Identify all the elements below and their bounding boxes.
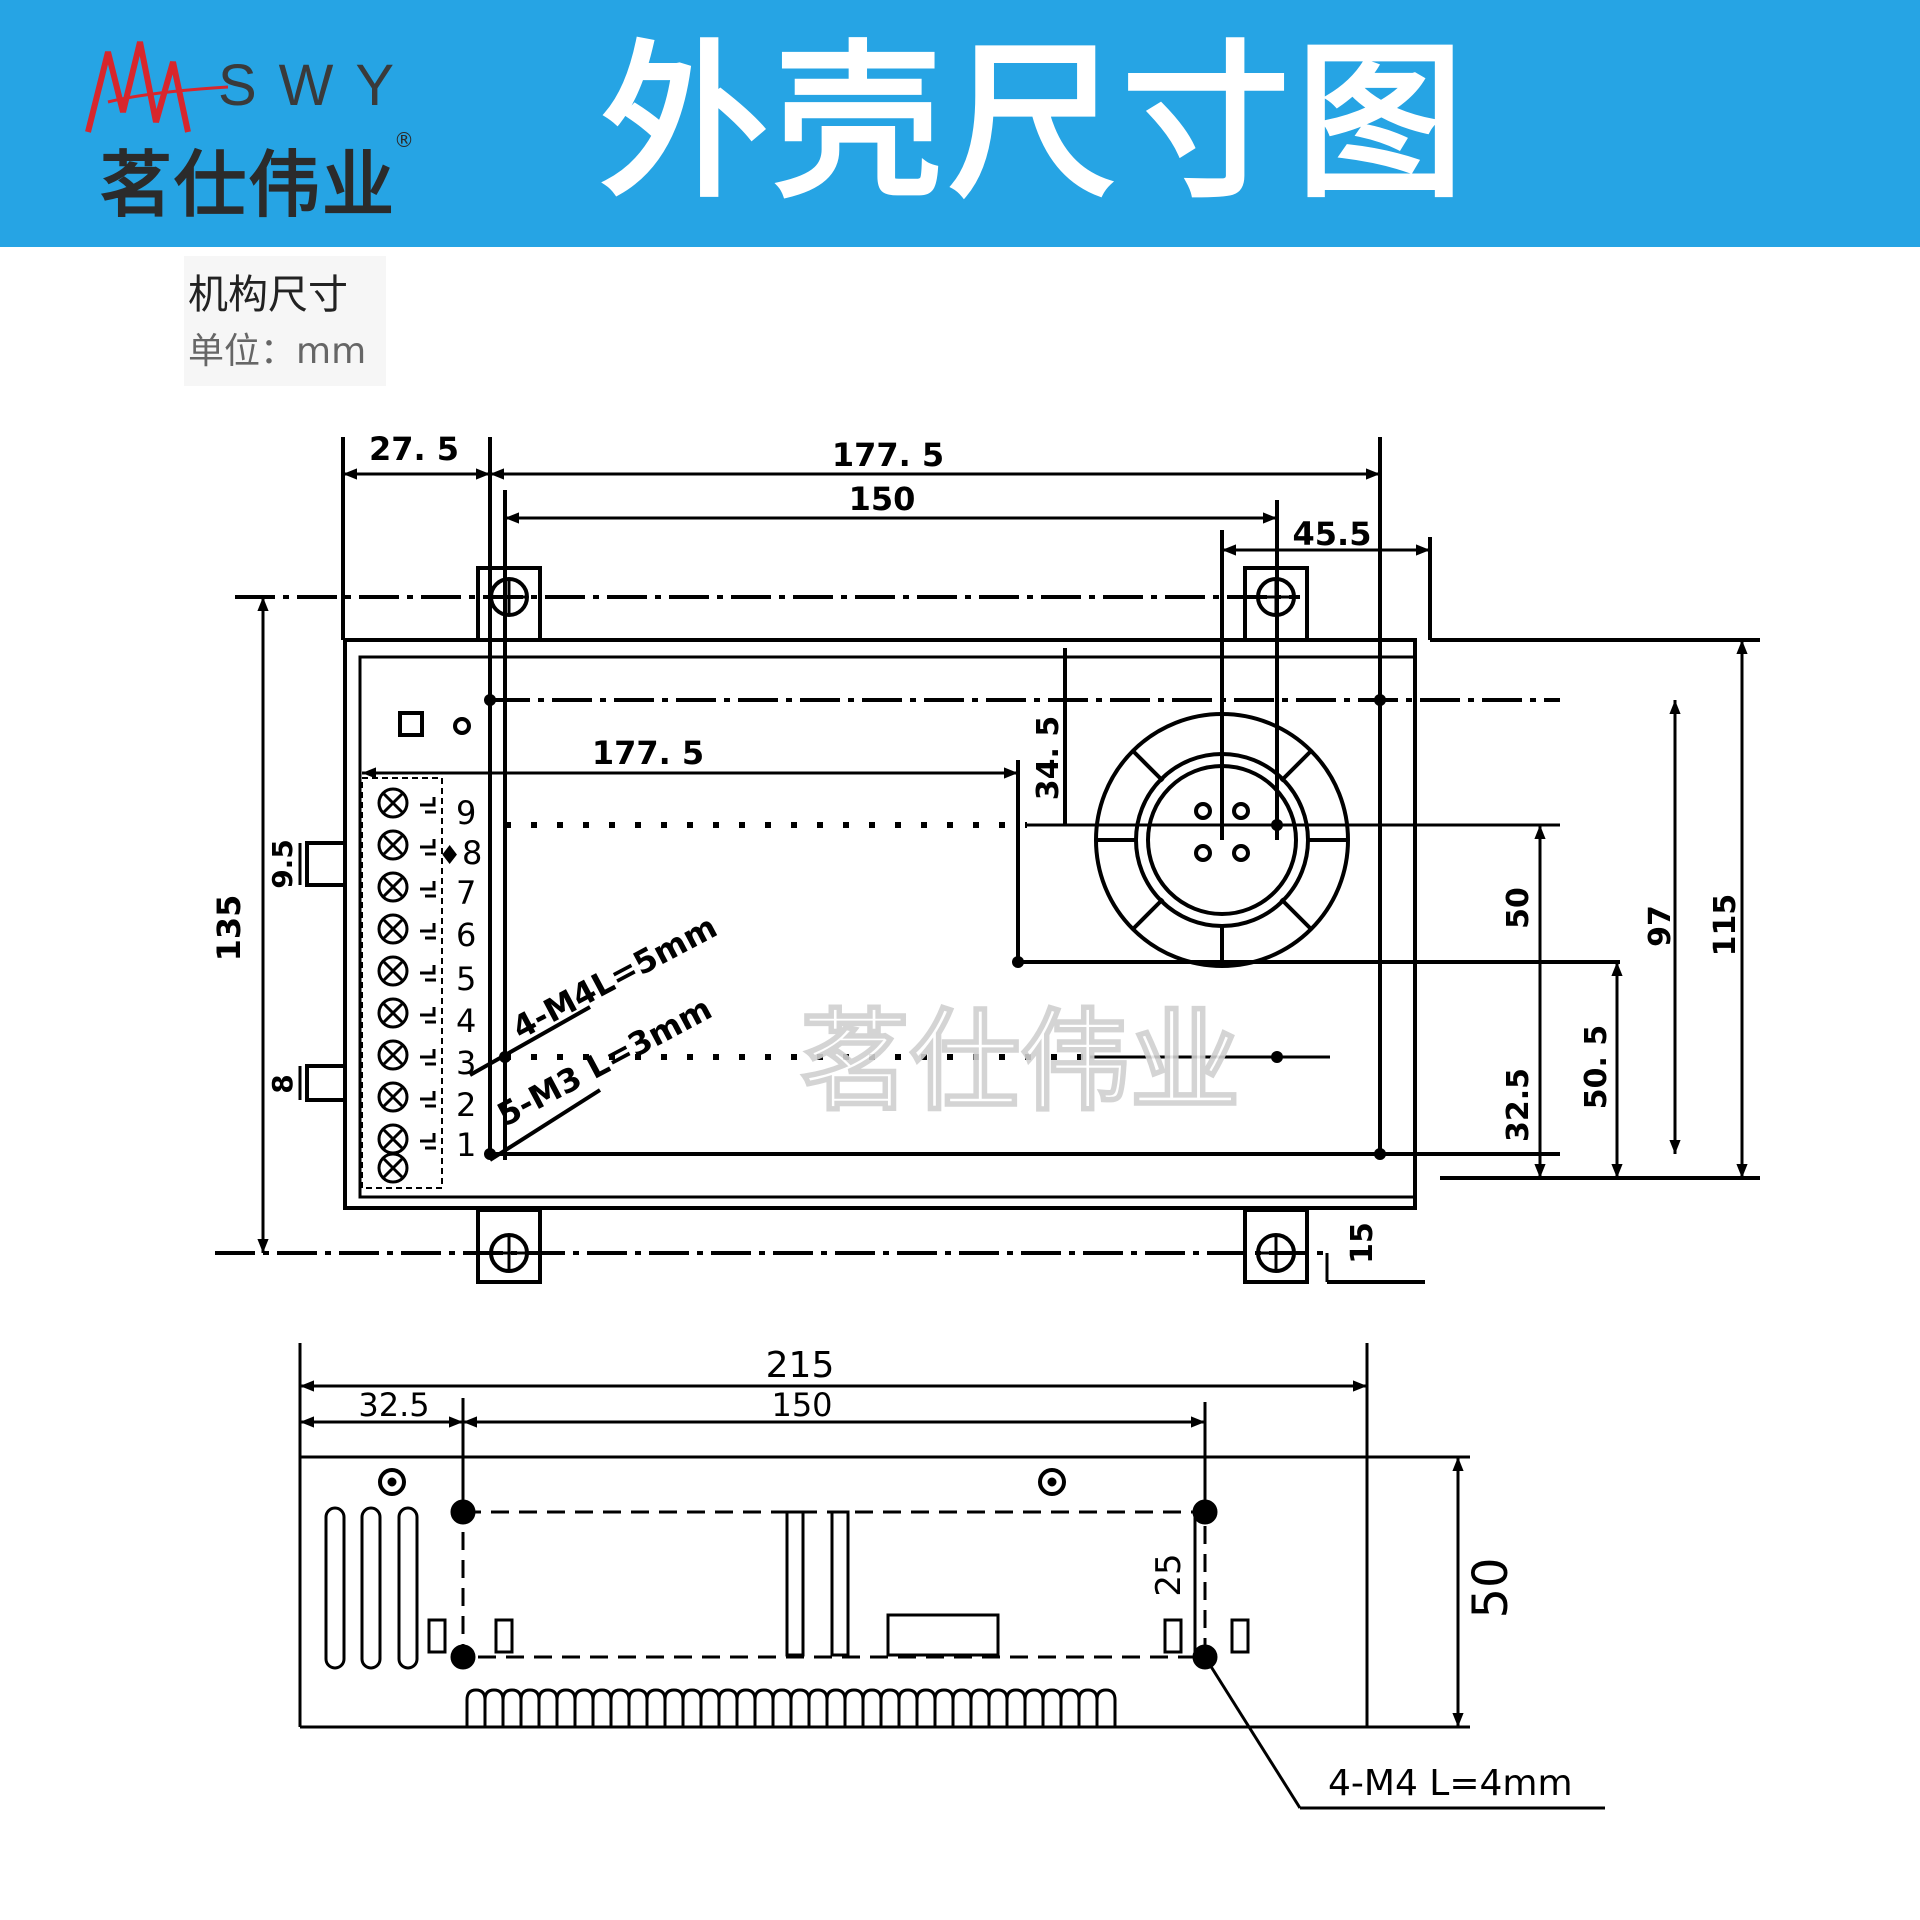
dim-27-5: 27. 5 (369, 430, 459, 468)
vent-slot (360, 1506, 382, 1670)
watermark: 茗仕伟业 (800, 998, 1240, 1126)
header-banner: SWY 茗仕伟业 ® 外壳尺寸图 (0, 0, 1920, 247)
top-view (215, 437, 1760, 1284)
vent-slot (785, 1510, 805, 1657)
spec-unit: 单位：mm (188, 331, 367, 372)
dim-45-5: 45.5 (1293, 515, 1372, 553)
adjust-pot (453, 717, 471, 735)
callout-m4-side: 4-M4 L=4mm (1328, 1763, 1573, 1804)
terminal-number: 1 (456, 1126, 476, 1164)
terminal-number: 3 (456, 1044, 476, 1082)
side-bump-upper (305, 841, 347, 887)
vent-slot (324, 1506, 346, 1670)
terminal-number: 2 (456, 1086, 476, 1124)
mounting-tab-bottom-right (1243, 1208, 1309, 1284)
logo-latin: SWY (218, 53, 417, 118)
led-indicator (398, 711, 424, 737)
dim-8: 8 (266, 1074, 299, 1093)
vent-slot (397, 1506, 419, 1670)
dim-32-5-side: 32.5 (358, 1386, 429, 1424)
mounting-hole-dots (484, 694, 1386, 1160)
terminal-number: 7 (456, 874, 476, 912)
terminal-number: 5 (456, 960, 476, 998)
dim-150-side: 150 (771, 1386, 832, 1424)
brand-logo: SWY 茗仕伟业 ® (78, 32, 438, 227)
dim-50: 50 (1501, 887, 1536, 929)
mounting-tab-top-left (476, 566, 542, 642)
side-screws (378, 1468, 1218, 1670)
terminal-marker: ♦ (438, 841, 461, 871)
terminal-screws (377, 787, 409, 1184)
logo-m-mark (85, 41, 228, 133)
dim-15: 15 (1345, 1222, 1380, 1264)
mounting-tab-bottom-left (476, 1208, 542, 1284)
page-title: 外壳尺寸图 (600, 25, 1470, 221)
terminal-number: 9 (456, 794, 476, 832)
terminal-contacts (420, 797, 436, 1150)
dim-50-side: 50 (1463, 1557, 1519, 1618)
housing-inner (358, 655, 1417, 1199)
hole-pattern (461, 1510, 1207, 1659)
dim-150: 150 (849, 480, 916, 518)
top-view-labels: 27. 5 177. 5 150 45.5 135 9.5 8 177. 5 3… (210, 430, 1743, 1264)
dim-9-5: 9.5 (266, 839, 299, 889)
dim-177-5-inner: 177. 5 (592, 734, 704, 772)
terminal-number: 6 (456, 916, 476, 954)
spec-box: 机构尺寸 单位：mm (184, 256, 386, 386)
dim-50-5: 50. 5 (1579, 1025, 1614, 1109)
dim-97: 97 (1643, 905, 1678, 947)
vent-slot (830, 1510, 850, 1657)
side-bump-lower (305, 1064, 347, 1102)
dim-34-5: 34. 5 (1031, 716, 1066, 800)
side-view (298, 1343, 1605, 1810)
terminal-number: 4 (456, 1002, 476, 1040)
logo-registered: ® (394, 128, 414, 152)
dim-25: 25 (1149, 1553, 1189, 1596)
heat-fins (465, 1688, 1117, 1727)
terminal-number: 8 (462, 834, 482, 872)
side-window (886, 1613, 1000, 1657)
dim-32-5: 32.5 (1501, 1068, 1536, 1142)
spec-title: 机构尺寸 (188, 272, 348, 318)
logo-chinese: 茗仕伟业 (100, 143, 397, 227)
side-view-labels: 215 32.5 150 25 50 4-M4 L=4mm (358, 1345, 1572, 1804)
dim-135: 135 (210, 895, 248, 962)
dim-177-5-top: 177. 5 (832, 436, 944, 474)
dim-215: 215 (766, 1345, 835, 1386)
dim-115: 115 (1708, 894, 1743, 957)
